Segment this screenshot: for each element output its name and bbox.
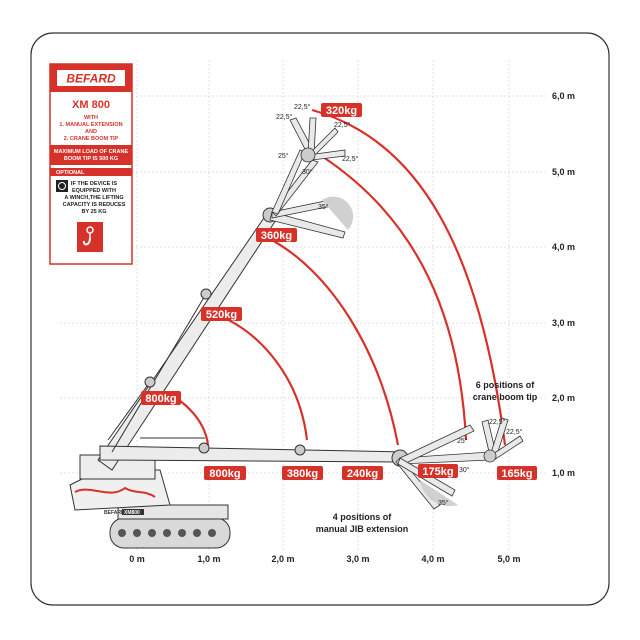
chart-frame	[30, 32, 610, 606]
angle-top-a: 22,5°	[294, 103, 311, 111]
load-165: 165kg	[501, 468, 532, 480]
angle-top-b: 22,5°	[276, 113, 293, 121]
boom-tip-note-line1: 6 positions of	[476, 380, 536, 390]
angle-top-e: 25°	[278, 152, 289, 160]
arc-320-inner	[319, 154, 468, 441]
panel-winch-5: BY 25 KG	[82, 209, 107, 215]
angle-right-d: 30°	[459, 466, 470, 474]
load-800-arm: 800kg	[209, 468, 240, 480]
arc-320	[311, 108, 507, 446]
load-240: 240kg	[347, 468, 378, 480]
load-360: 360kg	[261, 230, 292, 242]
panel-item1: 1. MANUAL EXTENSION	[59, 122, 122, 128]
angle-top-f: 30°	[302, 168, 313, 176]
x-axis-labels: 0 m 1,0 m 2,0 m 3,0 m 4,0 m 5,0 m	[129, 554, 520, 564]
y-tick-3: 3,0 m	[552, 318, 575, 328]
x-tick-1: 1,0 m	[197, 554, 220, 564]
crane-hook-icon	[77, 222, 103, 252]
panel-winch-2: EQUIPPED WITH	[72, 188, 116, 194]
y-tick-5: 5,0 m	[552, 167, 575, 177]
x-tick-2: 2,0 m	[271, 554, 294, 564]
y-tick-4: 4,0 m	[552, 242, 575, 252]
top-angle-labels: 22,5° 22,5° 22,5° 22,5° 25° 30° 35°	[276, 103, 359, 211]
panel-with: WITH	[84, 115, 98, 121]
angle-right-a: 22,5°	[489, 418, 506, 426]
boom-tip-note-line2: crane boom tip	[473, 392, 538, 402]
panel-max-load-2: BOOM TIP IS 500 KG	[64, 156, 118, 162]
jib-note-line2: manual JIB extension	[316, 524, 409, 534]
load-520: 520kg	[206, 309, 237, 321]
x-tick-0: 0 m	[129, 554, 145, 564]
crane-body: BEFARD XM800	[69, 454, 231, 549]
right-angle-labels: 22,5° 22,5° 25° 30° 35°	[438, 418, 523, 507]
load-badges: 320kg 360kg 520kg 800kg 800kg 380kg 240k…	[141, 103, 537, 480]
info-panel: BEFARD XM 800 WITH 1. MANUAL EXTENSION A…	[49, 63, 133, 265]
angle-top-d: 22,5°	[342, 155, 359, 163]
machine-brand: BEFARD	[104, 510, 125, 516]
y-tick-6: 6,0 m	[552, 91, 575, 101]
y-tick-1: 1,0 m	[552, 468, 575, 478]
angle-right-b: 22,5°	[506, 428, 523, 436]
x-tick-4: 4,0 m	[421, 554, 444, 564]
crane-booms	[97, 207, 409, 471]
load-175: 175kg	[422, 466, 453, 478]
angle-right-e: 35°	[438, 499, 449, 507]
position-notes: 6 positions of crane boom tip 4 position…	[316, 380, 538, 534]
panel-and: AND	[85, 129, 97, 135]
arc-360	[267, 237, 400, 446]
jib-extension-positions	[395, 417, 524, 510]
angle-top-c: 22,5°	[334, 121, 351, 129]
load-320: 320kg	[326, 105, 357, 117]
machine-model-badge: XM800	[124, 510, 140, 516]
winch-icon	[56, 180, 68, 192]
panel-optional: OPTIONAL	[56, 170, 85, 176]
panel-winch-4: CAPACITY IS REDUCES	[63, 202, 126, 208]
angle-right-c: 25°	[457, 437, 468, 445]
load-800-boom: 800kg	[145, 393, 176, 405]
panel-model: XM 800	[72, 99, 110, 111]
load-380: 380kg	[287, 468, 318, 480]
panel-winch-1: IF THE DEVICE IS	[71, 181, 117, 187]
befard-logo: BEFARD	[66, 72, 116, 86]
jib-note-line1: 4 positions of	[333, 512, 393, 522]
x-tick-5: 5,0 m	[497, 554, 520, 564]
panel-max-load-1: MAXIMUM LOAD OF CRANE	[54, 149, 129, 155]
y-tick-2: 2,0 m	[552, 393, 575, 403]
x-tick-3: 3,0 m	[346, 554, 369, 564]
panel-winch-3: A WINCH,THE LIFTING	[64, 195, 123, 201]
top-boom-tip-positions	[269, 117, 354, 239]
angle-top-g: 35°	[318, 203, 329, 211]
y-axis-labels: 1,0 m 2,0 m 3,0 m 4,0 m 5,0 m 6,0 m	[552, 91, 575, 478]
panel-item2: 2. CRANE BOOM TIP	[64, 136, 119, 142]
